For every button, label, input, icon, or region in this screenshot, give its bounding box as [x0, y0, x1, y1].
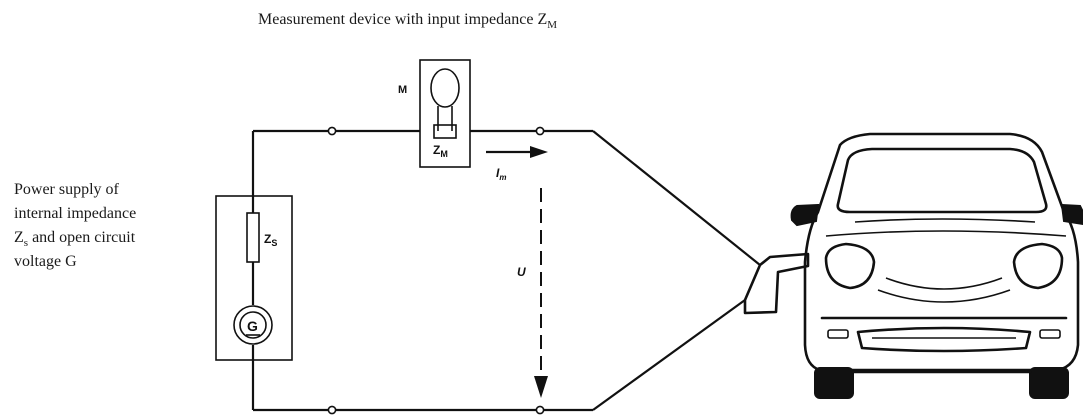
car-foglight-right [1039, 329, 1061, 339]
car-lower-intake [856, 326, 1032, 353]
car-wheel-right [1029, 367, 1069, 399]
current-label: Im [496, 166, 506, 182]
zs-label: ZS [264, 232, 277, 248]
car-grille-upper [885, 277, 1003, 290]
wire-to-connector-top [592, 130, 761, 266]
caption-line-4: voltage G [14, 253, 77, 270]
current-arrowhead [530, 146, 548, 158]
terminal-bottom-right [535, 405, 545, 415]
voltage-arrowhead [534, 376, 548, 398]
generator-inner-ring [239, 311, 267, 339]
car-headlight-left [824, 242, 876, 290]
car-front-view [790, 132, 1083, 399]
car-headlight-right [1012, 242, 1064, 290]
caption-line-1: Power supply of [14, 181, 120, 198]
connector-plug [743, 252, 810, 315]
terminal-top-left [327, 126, 337, 136]
zs-resistor [246, 212, 260, 263]
voltage-label: U [517, 265, 526, 279]
car-wheel-left [814, 367, 854, 399]
terminal-bottom-left [327, 405, 337, 415]
meter-dial [430, 68, 460, 108]
generator-symbol [233, 305, 273, 345]
meter-label: M [398, 84, 407, 96]
car-mirror-right [1060, 203, 1083, 226]
generator-label: G [247, 318, 258, 334]
car-body [803, 132, 1080, 372]
zm-resistor [433, 124, 457, 139]
wire-to-connector-bottom [592, 299, 746, 411]
car-grille-lower [877, 289, 1011, 303]
caption-line-3: Zs and open circuit [14, 229, 136, 249]
terminal-top-right [535, 126, 545, 136]
caption-line-2: internal impedance [14, 205, 136, 222]
measurement-device-box [419, 59, 471, 168]
car-hood-line [825, 230, 1067, 237]
power-supply-caption: Power supply of internal impedance Zs an… [14, 181, 136, 270]
car-foglight-left [827, 329, 849, 339]
car-mirror-left [790, 203, 820, 227]
zm-label: ZM [433, 143, 448, 159]
car-windshield [836, 147, 1048, 214]
car-hood-line-upper [854, 218, 1036, 223]
diagram-title: Measurement device with input impedance … [258, 11, 557, 31]
